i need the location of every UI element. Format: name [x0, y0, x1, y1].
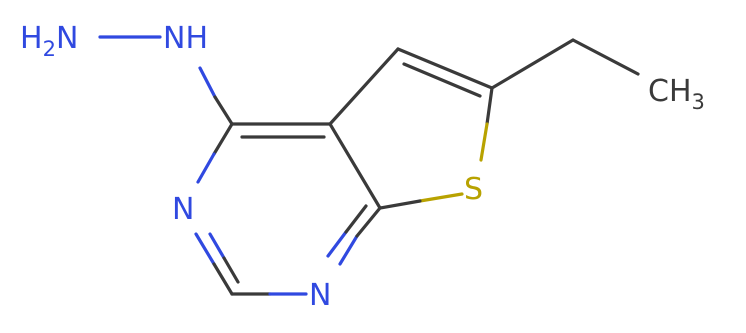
bond-c6-ch2 [490, 38, 575, 90]
bond-c4-n3-c [212, 122, 234, 156]
bond-c7a-c4a [328, 122, 382, 210]
bond-s-c7a-s [418, 192, 464, 203]
bond-n3-c2-c [212, 262, 234, 296]
bond-n1-c7a-c [355, 206, 382, 238]
atom-labels: H2N NH N N S CH3 [20, 21, 705, 313]
label-s: S [464, 172, 483, 207]
label-nh: NH [163, 21, 208, 56]
label-n1: N [309, 278, 331, 313]
bond-c6-s-s [479, 122, 489, 162]
label-nh2: H2N [20, 21, 78, 61]
bond-c6-s-c [485, 86, 494, 126]
bond-n3-c2-inner-c [222, 256, 240, 284]
bond-c4a-c5 [328, 47, 400, 126]
label-n3: N [172, 192, 194, 227]
bond-s-c7a-c [378, 199, 422, 210]
bond-n1-c7a-inner-c [344, 204, 368, 234]
bond-n1-c7a-inner-n [326, 230, 348, 258]
bond-ch2-ch3 [571, 38, 640, 76]
bond-nh-c4-n [198, 66, 217, 99]
bond-c5-c6-inner [402, 62, 482, 98]
label-ch3: CH3 [648, 74, 705, 114]
bonds [98, 35, 640, 296]
bond-n1-c7a-n [338, 234, 359, 266]
bond-c4-n3-n [196, 152, 216, 184]
bond-n3-c2-n [194, 232, 216, 266]
bond-nh-c4-c [213, 95, 234, 126]
bond-c5-c6 [396, 47, 494, 90]
bond-n3-c2-inner-n [208, 232, 226, 260]
